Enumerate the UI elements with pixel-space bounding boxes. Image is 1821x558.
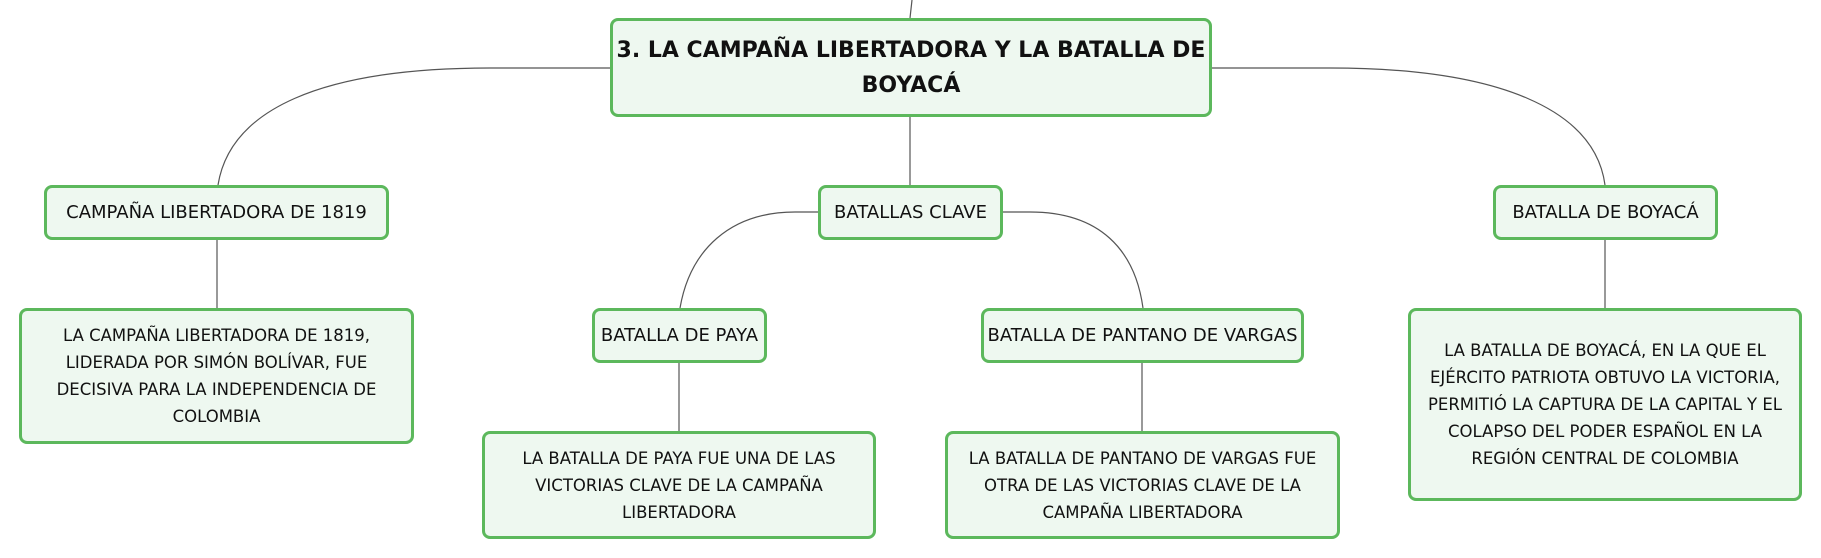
note-campaign-text: LA CAMPAÑA LIBERTADORA DE 1819, LIDERADA… xyxy=(56,326,377,426)
topic-key-battles[interactable]: BATALLAS CLAVE xyxy=(818,185,1003,240)
topic-key-battles-label: BATALLAS CLAVE xyxy=(834,201,987,223)
note-campaign-1819[interactable]: LA CAMPAÑA LIBERTADORA DE 1819, LIDERADA… xyxy=(19,308,414,444)
topic-campaign-1819[interactable]: CAMPAÑA LIBERTADORA DE 1819 xyxy=(44,185,389,240)
root-topic-node[interactable]: 3. LA CAMPAÑA LIBERTADORA Y LA BATALLA D… xyxy=(610,18,1212,117)
topic-battle-paya-label: BATALLA DE PAYA xyxy=(600,324,759,346)
topic-battle-pantano-label: BATALLA DE PANTANO DE VARGAS xyxy=(987,324,1298,346)
topic-campaign-label: CAMPAÑA LIBERTADORA DE 1819 xyxy=(66,201,367,223)
connector-root-boyaca xyxy=(1212,67,1606,186)
topic-battle-boyaca-label: BATALLA DE BOYACÁ xyxy=(1512,201,1699,223)
note-battle-paya[interactable]: LA BATALLA DE PAYA FUE UNA DE LAS VICTOR… xyxy=(482,431,876,539)
note-boyaca-text: LA BATALLA DE BOYACÁ, EN LA QUE EL EJÉRC… xyxy=(1427,341,1783,468)
connector-root-parent xyxy=(909,0,913,19)
connector-battles-pantano xyxy=(1003,211,1144,309)
note-paya-text: LA BATALLA DE PAYA FUE UNA DE LAS VICTOR… xyxy=(522,448,836,522)
root-topic-label: 3. LA CAMPAÑA LIBERTADORA Y LA BATALLA D… xyxy=(616,37,1206,98)
note-battle-boyaca[interactable]: LA BATALLA DE BOYACÁ, EN LA QUE EL EJÉRC… xyxy=(1408,308,1802,501)
connector-battles-paya xyxy=(679,211,818,309)
note-battle-pantano[interactable]: LA BATALLA DE PANTANO DE VARGAS FUE OTRA… xyxy=(945,431,1340,539)
topic-battle-pantano[interactable]: BATALLA DE PANTANO DE VARGAS xyxy=(981,308,1304,363)
connector-root-campaign xyxy=(217,67,610,186)
note-pantano-text: LA BATALLA DE PANTANO DE VARGAS FUE OTRA… xyxy=(968,448,1317,522)
topic-battle-boyaca[interactable]: BATALLA DE BOYACÁ xyxy=(1493,185,1718,240)
topic-battle-paya[interactable]: BATALLA DE PAYA xyxy=(592,308,767,363)
